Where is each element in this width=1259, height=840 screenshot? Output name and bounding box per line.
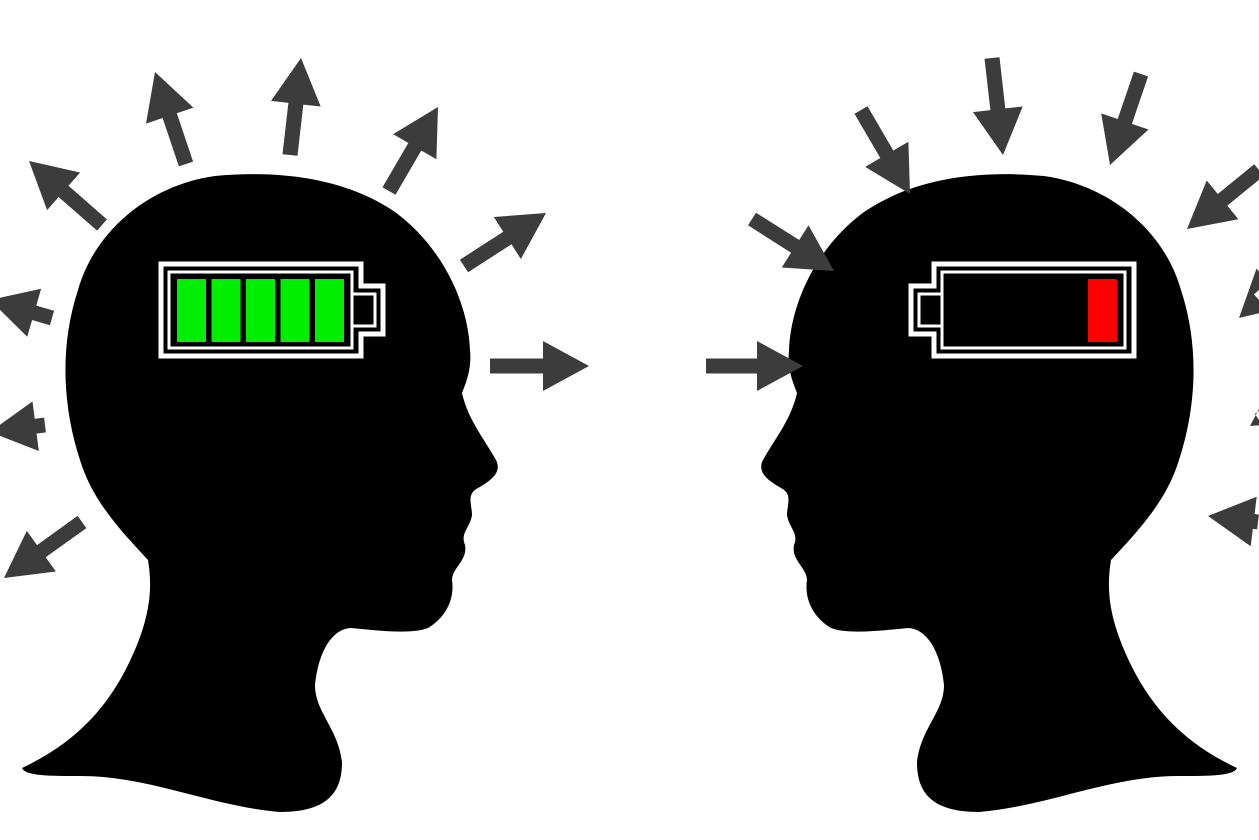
- battery-full-terminal-inner: [350, 292, 377, 328]
- arrow-icon: [973, 57, 1023, 156]
- arrows-inward-group: [706, 57, 1259, 547]
- arrow-icon: [706, 341, 803, 391]
- battery-low-cells: [1088, 279, 1117, 342]
- battery-cell: [211, 279, 241, 342]
- arrow-icon: [1187, 164, 1259, 229]
- battery-cell: [1088, 279, 1117, 342]
- battery-cell: [315, 279, 344, 342]
- battery-low-outline: [908, 261, 1137, 359]
- arrow-icon: [748, 212, 834, 271]
- battery-cell: [246, 279, 275, 342]
- arrow-icon: [382, 107, 438, 195]
- arrow-icon: [271, 58, 321, 156]
- arrow-icon: [1239, 268, 1259, 318]
- arrow-icon: [29, 161, 107, 231]
- battery-low-terminal-inner: [917, 292, 944, 328]
- arrow-icon: [1208, 496, 1259, 547]
- arrow-icon: [4, 515, 87, 578]
- battery-low-icon: [908, 261, 1137, 359]
- arrow-icon: [459, 213, 546, 273]
- battery-cell: [280, 279, 310, 342]
- arrow-icon: [0, 288, 55, 337]
- battery-full-cells: [177, 279, 344, 342]
- arrows-outward-group: [0, 58, 589, 578]
- arrow-icon: [0, 401, 46, 451]
- battery-full-icon: [158, 261, 386, 359]
- arrow-icon: [1250, 408, 1259, 426]
- arrow-icon: [854, 106, 910, 194]
- battery-cell: [177, 279, 206, 342]
- arrow-icon: [490, 341, 589, 391]
- arrow-icon: [1101, 71, 1149, 165]
- arrow-icon: [146, 72, 194, 167]
